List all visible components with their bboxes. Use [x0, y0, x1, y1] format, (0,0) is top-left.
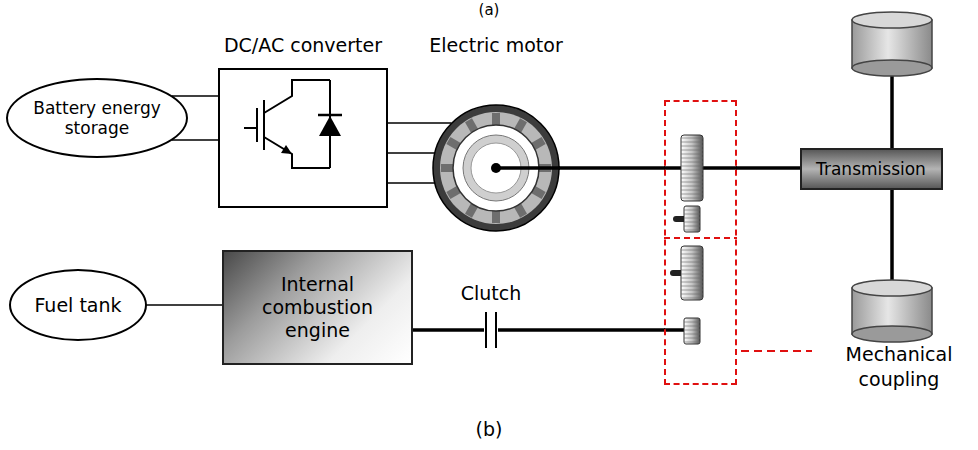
connector-line — [172, 139, 219, 141]
connector — [146, 305, 223, 306]
connector-line — [412, 328, 665, 332]
panel-label: (a) — [479, 1, 500, 19]
leader-line — [741, 350, 812, 352]
node-text: Internal combustion engine — [248, 273, 388, 341]
figure-caption: (b) — [476, 418, 503, 440]
wheel — [852, 12, 932, 76]
transmission-box: Transmission — [800, 148, 943, 190]
node-text: Transmission — [816, 159, 926, 179]
igbt-symbol — [244, 80, 330, 168]
storage-ellipse: Battery energy storage — [6, 78, 188, 158]
connector-line — [736, 166, 801, 170]
node-heading: DC/AC converter — [224, 34, 382, 56]
coupling-divider — [664, 237, 737, 239]
diode-symbol — [318, 80, 342, 168]
gear — [670, 246, 703, 344]
clutch-symbol — [484, 312, 498, 348]
node-text: Fuel tank — [34, 294, 121, 317]
connector — [412, 330, 665, 331]
wheel — [852, 280, 932, 342]
node-heading: Electric motor — [429, 34, 562, 56]
gear — [673, 135, 703, 232]
connector-line — [559, 166, 665, 170]
coupling-box: Mechanical coupling — [664, 100, 737, 385]
connector-line — [387, 122, 451, 124]
connector-line — [387, 152, 435, 154]
connector — [559, 168, 665, 169]
connector-line — [146, 304, 223, 306]
motor-circle: Electric motor — [432, 104, 560, 232]
connector-line — [387, 182, 435, 184]
engine-box: Internal combustion engine — [222, 250, 413, 365]
connector-line — [172, 95, 219, 97]
clutch-label: Clutch — [461, 282, 522, 304]
connector — [736, 168, 801, 169]
node-text: Battery energy storage — [22, 98, 172, 139]
converter-box: DC/AC converter — [218, 68, 388, 208]
motor-symbol — [432, 104, 560, 232]
fuel-ellipse: Fuel tank — [9, 269, 147, 341]
node-text: Mechanical coupling — [824, 342, 974, 391]
